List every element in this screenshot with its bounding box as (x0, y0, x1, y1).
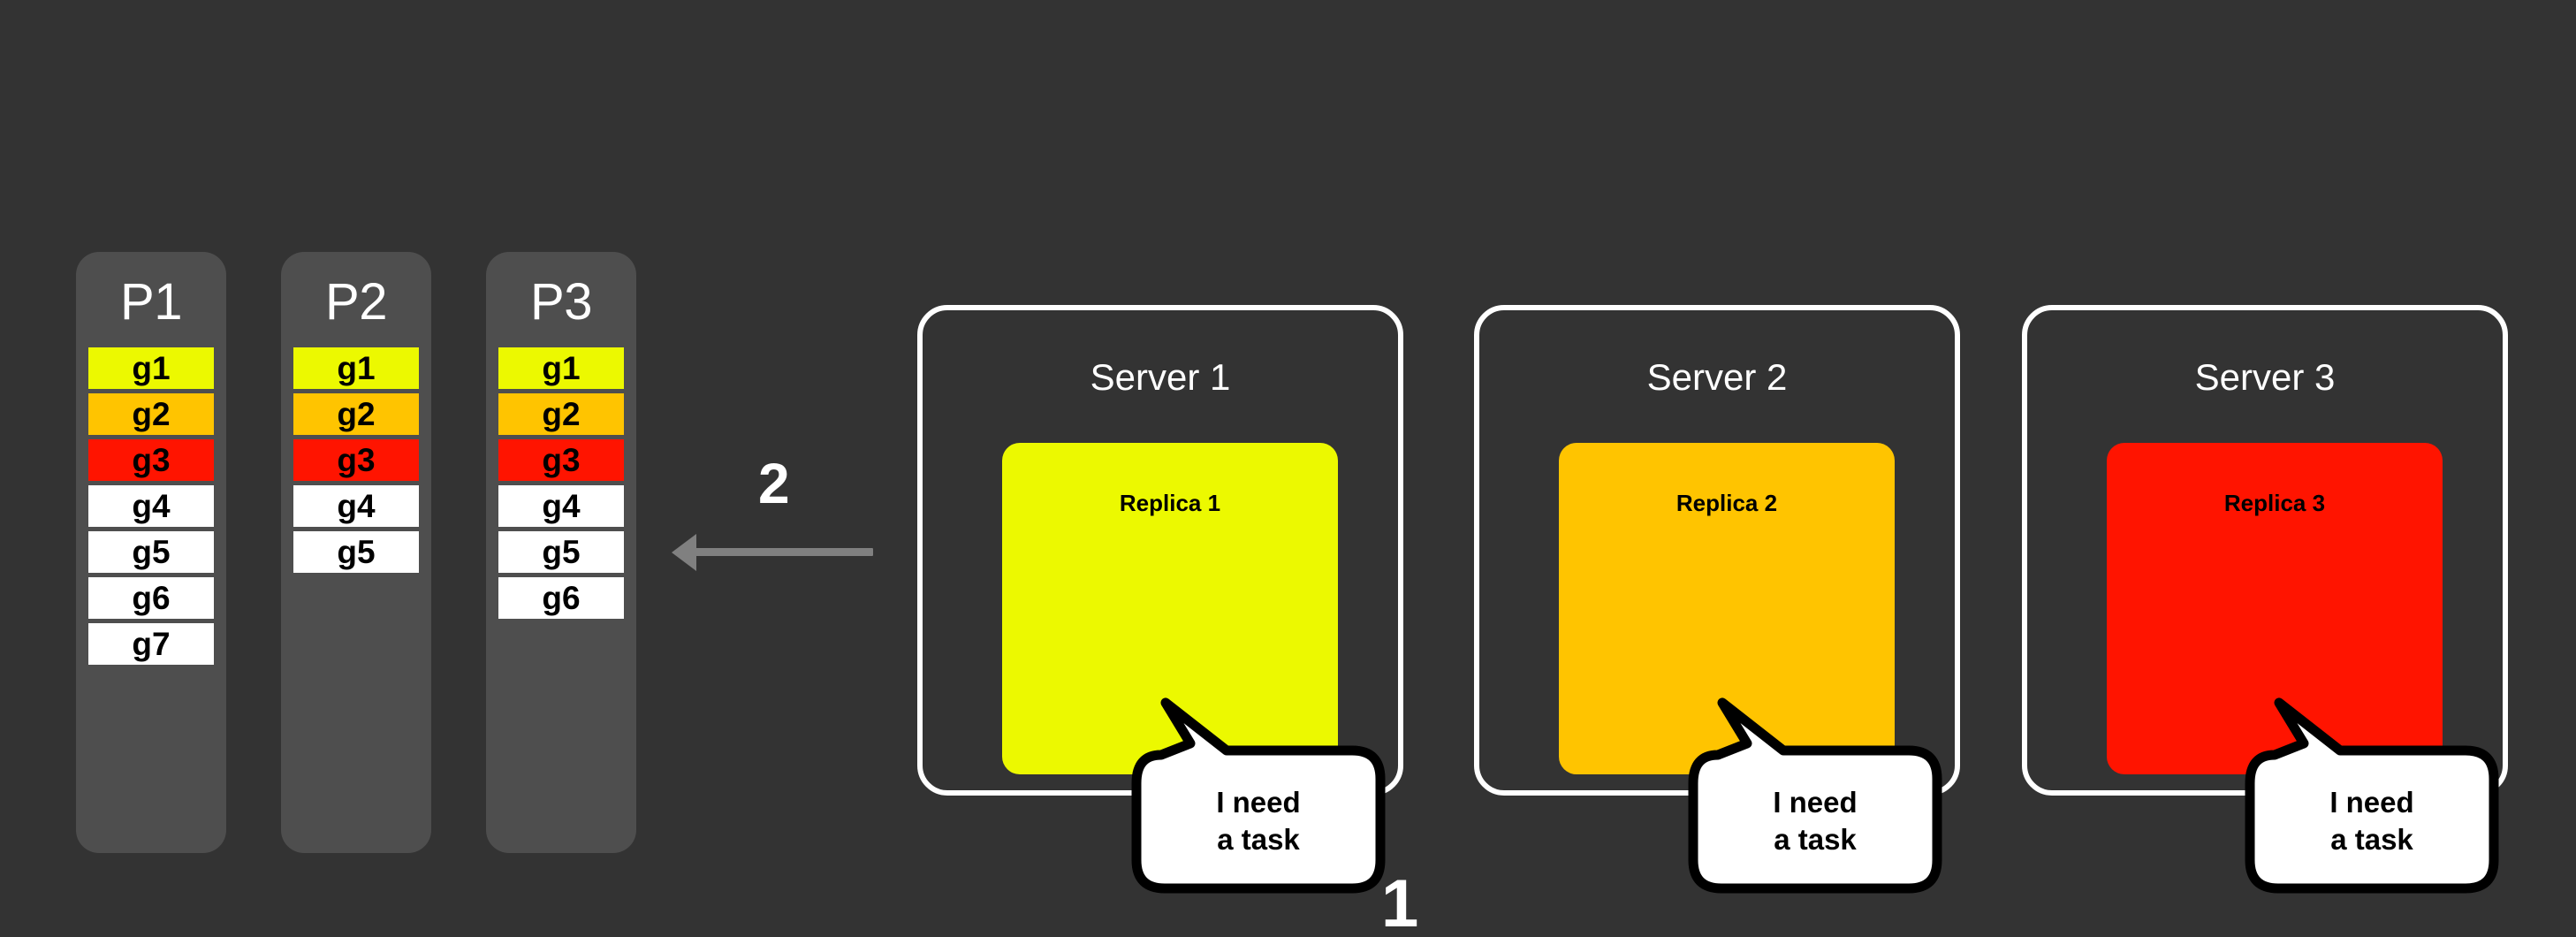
tile-g2[interactable]: g2 (498, 393, 625, 435)
arrow-head-icon (672, 534, 696, 571)
tile-g4[interactable]: g4 (498, 485, 625, 527)
speech-bubble-line-2: a task (2330, 823, 2413, 856)
tile-g1[interactable]: g1 (87, 347, 215, 389)
partition-column-p2[interactable]: P2 g1 g2 g3 g4 g5 (281, 252, 431, 853)
tile-g6[interactable]: g6 (87, 577, 215, 619)
speech-bubble-shape (1688, 697, 1942, 894)
partition-title: P1 (120, 273, 182, 331)
arrow-shaft (695, 548, 873, 556)
partition-title: P3 (530, 273, 592, 331)
replica-label: Replica 1 (1119, 490, 1221, 516)
tile-g3[interactable]: g3 (293, 439, 420, 481)
replica-label: Replica 2 (1676, 490, 1778, 516)
partition-title: P2 (325, 273, 387, 331)
server-title: Server 3 (2194, 356, 2336, 398)
speech-bubble-line-2: a task (1217, 823, 1300, 856)
tile-g3[interactable]: g3 (498, 439, 625, 481)
tile-g1[interactable]: g1 (293, 347, 420, 389)
replica-box-3[interactable]: Replica 3 (2107, 443, 2443, 774)
tile-g4[interactable]: g4 (293, 485, 420, 527)
partition-column-p1[interactable]: P1 g1 g2 g3 g4 g5 g6 g7 (76, 252, 226, 853)
tile-g1[interactable]: g1 (498, 347, 625, 389)
partition-column-p3[interactable]: P3 g1 g2 g3 g4 g5 g6 (486, 252, 636, 853)
partition-tile-stack: g1 g2 g3 g4 g5 (281, 347, 431, 573)
server-title: Server 2 (1646, 356, 1788, 398)
tile-g5[interactable]: g5 (498, 531, 625, 573)
speech-bubble-shape (1131, 697, 1386, 894)
speech-bubble-line-1: I need (2329, 786, 2414, 819)
server-box-3[interactable]: Server 3 Replica 3 (2022, 305, 2508, 796)
server-box-2[interactable]: Server 2 Replica 2 (1474, 305, 1960, 796)
speech-bubble-line-2: a task (1774, 823, 1857, 856)
server-box-1[interactable]: Server 1 Replica 1 (917, 305, 1403, 796)
tile-g2[interactable]: g2 (293, 393, 420, 435)
partition-tile-stack: g1 g2 g3 g4 g5 g6 (486, 347, 636, 619)
step-number-1: 1 (1381, 866, 1419, 937)
server-title: Server 1 (1090, 356, 1231, 398)
arrow-p3-from-servers (672, 530, 875, 571)
speech-bubble-line-1: I need (1216, 786, 1301, 819)
tile-g7[interactable]: g7 (87, 623, 215, 665)
speech-bubble-shape (2245, 697, 2499, 894)
partition-tile-stack: g1 g2 g3 g4 g5 g6 g7 (76, 347, 226, 665)
tile-g3[interactable]: g3 (87, 439, 215, 481)
tile-g5[interactable]: g5 (293, 531, 420, 573)
tile-g4[interactable]: g4 (87, 485, 215, 527)
replica-label: Replica 3 (2223, 490, 2326, 516)
tile-g5[interactable]: g5 (87, 531, 215, 573)
speech-bubble-line-1: I need (1773, 786, 1858, 819)
step-number-2: 2 (758, 452, 790, 515)
tile-g2[interactable]: g2 (87, 393, 215, 435)
tile-g6[interactable]: g6 (498, 577, 625, 619)
